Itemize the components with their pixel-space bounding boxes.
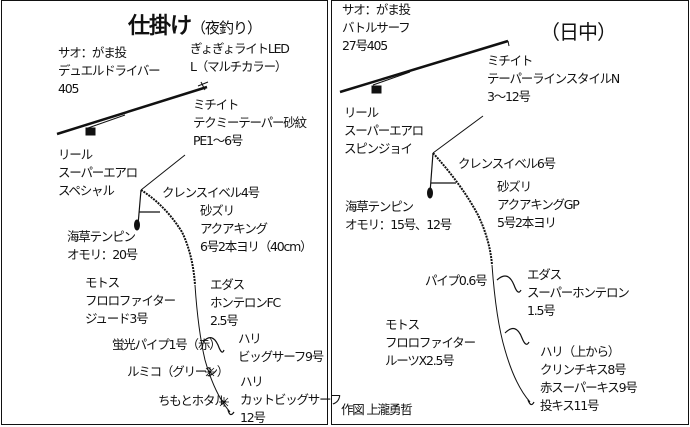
hook1-label-left: ハリビッグサーフ9号 <box>238 331 324 364</box>
motos-label-right: モトスフロロファイタールーツX2.5号 <box>385 317 476 368</box>
lumico-star <box>205 367 215 377</box>
reel-right <box>371 85 382 94</box>
tenbin-right <box>429 152 456 194</box>
rod-right <box>339 39 509 94</box>
light-icon <box>197 81 209 91</box>
page-title: 仕掛け（夜釣り） <box>128 14 262 39</box>
night-rig-panel <box>1 0 328 425</box>
swivel-label-right: クレンスイベル6号 <box>458 156 556 171</box>
hook-branch-right-2 <box>504 327 530 345</box>
hotaru-star <box>219 397 229 407</box>
sinker-label-left: 海草テンピンオモリ：20号 <box>67 229 138 262</box>
credit: 作図 上瀧勇哲 <box>341 402 413 417</box>
shockleader-right <box>432 152 493 266</box>
hook-branch-left <box>202 337 225 353</box>
swivel-label-left: クレンスイベル4号 <box>162 185 260 200</box>
hooks-label-right: ハリ（上から）クリンチキス8号赤スーパーキス9号投キス11号 <box>540 344 638 413</box>
reel-label-right: リールスーパーエアロスピンジョイ <box>344 105 424 156</box>
sinker-label-right: 海草テンピンオモリ：15号、12号 <box>345 199 452 232</box>
pipe-label-left: 蛍光パイプ1号（赤） <box>112 337 222 352</box>
reel-left <box>85 127 96 136</box>
hotaru-label: ちもとホタル <box>158 393 227 408</box>
sinker-left <box>134 219 140 231</box>
motos-label-left: モトスフロロファイタージュード3号 <box>85 275 176 326</box>
lumico-label: ルミコ（グリーン） <box>127 364 229 379</box>
hook-branch-right-1 <box>496 275 522 293</box>
tenbin-left <box>137 189 160 226</box>
pipe-label-right: パイプ0.6号 <box>425 273 488 288</box>
reel-label-left: リールスーパーエアロスペシャル <box>58 147 138 198</box>
day-subtitle: （日中） <box>540 20 617 44</box>
day-rig-panel <box>331 0 689 425</box>
shockleader-left <box>140 189 196 286</box>
motos-right <box>491 264 531 403</box>
night-subtitle: （夜釣り） <box>191 19 262 37</box>
sinker-right <box>427 187 433 199</box>
rod-left <box>56 85 208 136</box>
